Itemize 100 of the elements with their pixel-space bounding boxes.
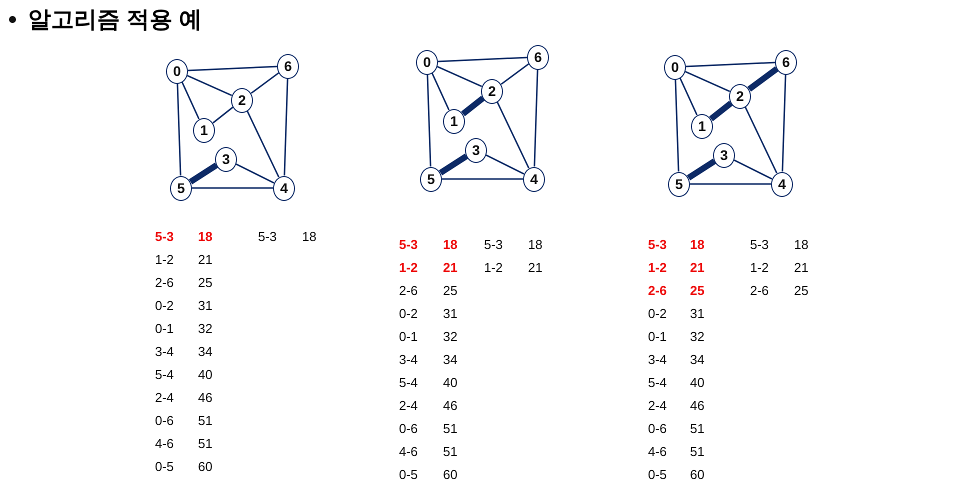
edge-pair: 4-6 [155, 436, 174, 451]
vertex-circle [691, 114, 713, 138]
vertex-circle [420, 166, 442, 192]
vertex-label: 2 [238, 93, 246, 107]
edge-pair: 3-4 [399, 352, 418, 367]
vertex-circle [527, 44, 549, 70]
edge-weight: 18 [198, 229, 212, 244]
vertex-label: 6 [284, 59, 292, 73]
edge-line [744, 106, 778, 174]
edge-weight: 46 [198, 390, 212, 405]
selected-edge-line [747, 66, 779, 92]
edge-line [176, 83, 182, 176]
edge-line [534, 69, 538, 167]
vertex-circle [713, 142, 735, 168]
selected-edge-line [188, 162, 218, 184]
edge-line [734, 159, 772, 180]
vertex-circle [273, 176, 295, 200]
edge-weight: 60 [690, 467, 704, 482]
edge-line [690, 183, 771, 185]
edge-weight: 40 [443, 375, 458, 390]
edge-pair: 2-4 [399, 398, 418, 413]
edge-weight: 34 [443, 352, 458, 367]
edge-pair: 3-4 [155, 344, 174, 359]
edge-pair: 1-2 [155, 252, 174, 267]
vertex-circle [170, 176, 192, 200]
edge-pair: 5-4 [399, 375, 418, 390]
edge-line [438, 56, 528, 62]
edge-pair: 4-6 [648, 444, 667, 459]
edge-pair: 1-2 [648, 260, 667, 275]
vertex-label: 3 [222, 152, 230, 166]
vertex-circle [443, 108, 465, 134]
vertex-label: 4 [280, 181, 288, 195]
edge-weight: 21 [528, 260, 542, 275]
vertex-circle [416, 50, 438, 74]
edge-weight: 31 [690, 306, 704, 321]
edge-line [246, 110, 280, 178]
vertex-circle [771, 172, 793, 196]
vertex-circle [729, 84, 751, 108]
vertex-label: 3 [472, 143, 480, 157]
edge-weight: 31 [443, 306, 458, 321]
title: 알고리즘 적용 예 [28, 5, 202, 33]
edge-weight: 18 [302, 229, 316, 244]
edge-line [442, 178, 523, 180]
edge-line [431, 72, 450, 110]
vertex-circle [215, 146, 237, 172]
edge-line [500, 63, 530, 85]
edge-weight: 21 [794, 260, 808, 275]
edge-pair: 0-2 [155, 298, 174, 313]
vertex-label: 1 [450, 114, 458, 128]
edge-pair: 4-6 [399, 444, 418, 459]
edge-pair: 0-6 [155, 413, 174, 428]
edge-pair: 2-6 [399, 283, 418, 298]
edge-pair: 2-6 [648, 283, 667, 298]
vertex-label: 3 [720, 148, 728, 162]
edge-weight: 18 [528, 237, 542, 252]
edge-pair: 2-6 [750, 283, 769, 298]
edge-weight: 25 [198, 275, 212, 290]
edge-weight: 21 [198, 252, 212, 267]
edge-weight: 60 [443, 467, 458, 482]
edge-line [192, 187, 273, 189]
edge-pair: 0-5 [399, 467, 418, 482]
edge-weight: 21 [443, 260, 458, 275]
edge-weight: 51 [198, 436, 212, 451]
edge-weight: 46 [690, 398, 704, 413]
vertex-circle [664, 54, 686, 80]
edge-line [212, 106, 234, 124]
edge-weight: 51 [443, 444, 458, 459]
vertex-circle [465, 138, 487, 162]
edge-pair: 0-1 [399, 329, 418, 344]
vertex-label: 1 [200, 123, 208, 137]
edge-pair: 1-2 [399, 260, 418, 275]
edge-line [186, 74, 232, 96]
selected-edge-line [709, 100, 733, 122]
vertex-circle [668, 172, 690, 196]
edge-pair: 1-2 [484, 260, 503, 275]
edge-line [686, 62, 776, 68]
edge-pair: 2-6 [155, 275, 174, 290]
vertex-label: 6 [534, 50, 542, 64]
edge-weight: 60 [198, 459, 212, 474]
edge-pair: 0-5 [155, 459, 174, 474]
selected-edge-line [461, 96, 485, 116]
edge-line [674, 79, 680, 172]
edge-weight: 18 [690, 237, 704, 252]
vertex-label: 1 [698, 119, 706, 133]
edge-weight: 32 [198, 321, 212, 336]
vertex-label: 5 [427, 172, 435, 186]
edge-line [436, 66, 482, 88]
edge-pair: 2-4 [155, 390, 174, 405]
edge-line [679, 78, 698, 116]
edge-weight: 21 [690, 260, 704, 275]
edge-pair: 2-4 [648, 398, 667, 413]
edge-weight: 46 [443, 398, 458, 413]
edge-weight: 51 [198, 413, 212, 428]
vertex-label: 5 [177, 181, 185, 195]
edge-pair: 1-2 [750, 260, 769, 275]
edge-weight: 40 [198, 367, 212, 382]
edge-weight: 40 [690, 375, 704, 390]
edge-weight: 25 [794, 283, 808, 298]
vertex-label: 6 [782, 55, 790, 69]
edge-pair: 5-3 [484, 237, 503, 252]
